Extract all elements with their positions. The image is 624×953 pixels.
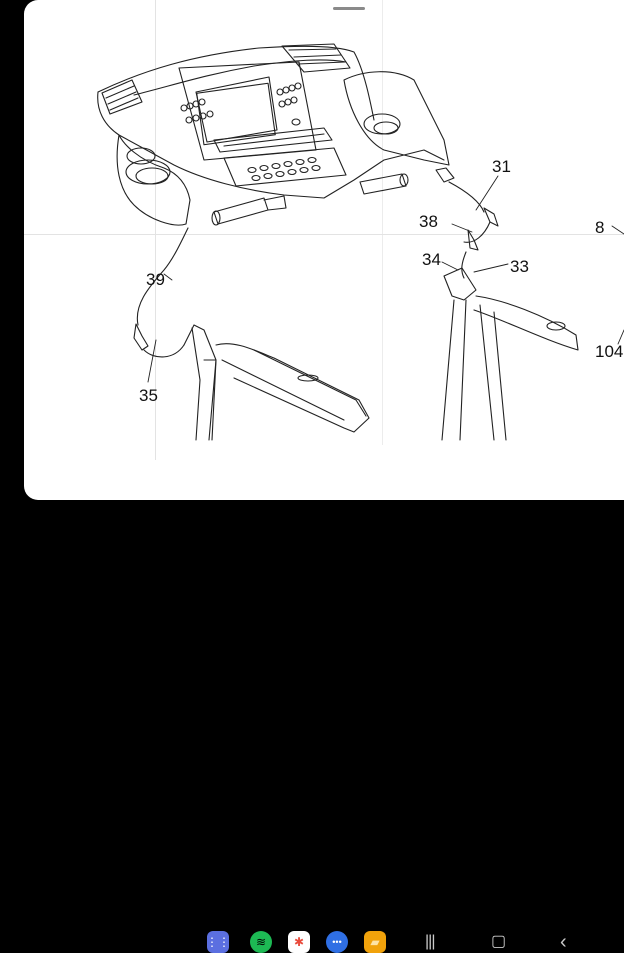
messages-glyph: •••: [332, 937, 342, 947]
home-button[interactable]: ▢: [491, 933, 507, 950]
part-label-35: 35: [139, 386, 158, 405]
part-label-104: 104: [595, 342, 624, 361]
part-label-8: 8: [595, 218, 605, 237]
messages-icon[interactable]: •••: [326, 931, 348, 953]
page-divider-horizontal: [24, 234, 624, 235]
page-divider-vertical: [155, 0, 156, 460]
part-label-31: 31: [492, 157, 511, 176]
files-icon[interactable]: ▰: [364, 931, 386, 953]
photos-glyph: ✱: [293, 935, 305, 949]
treadmill-console-diagram: [97, 43, 624, 441]
apps-drawer-icon[interactable]: ⋮⋮: [206, 931, 230, 953]
page-divider-vertical-2: [382, 0, 383, 445]
part-label-39: 39: [146, 270, 165, 289]
part-label-38: 38: [419, 212, 438, 231]
files-glyph: ▰: [370, 935, 380, 949]
back-button[interactable]: ‹: [560, 931, 567, 953]
apps-drawer-glyph: ⋮⋮: [206, 935, 230, 949]
part-label-34: 34: [422, 250, 441, 269]
photos-icon[interactable]: ✱: [288, 931, 310, 953]
recents-button[interactable]: |||: [425, 933, 436, 950]
spotify-glyph: ≋: [255, 935, 267, 949]
taskbar: ⋮⋮ ≋ ✱ ••• ▰ ||| ▢ ‹: [0, 460, 600, 953]
document-viewer: 31 38 34 33 8 104 39 35: [24, 0, 624, 500]
part-label-33: 33: [510, 257, 529, 276]
spotify-icon[interactable]: ≋: [250, 931, 272, 953]
drag-handle[interactable]: [333, 7, 365, 10]
